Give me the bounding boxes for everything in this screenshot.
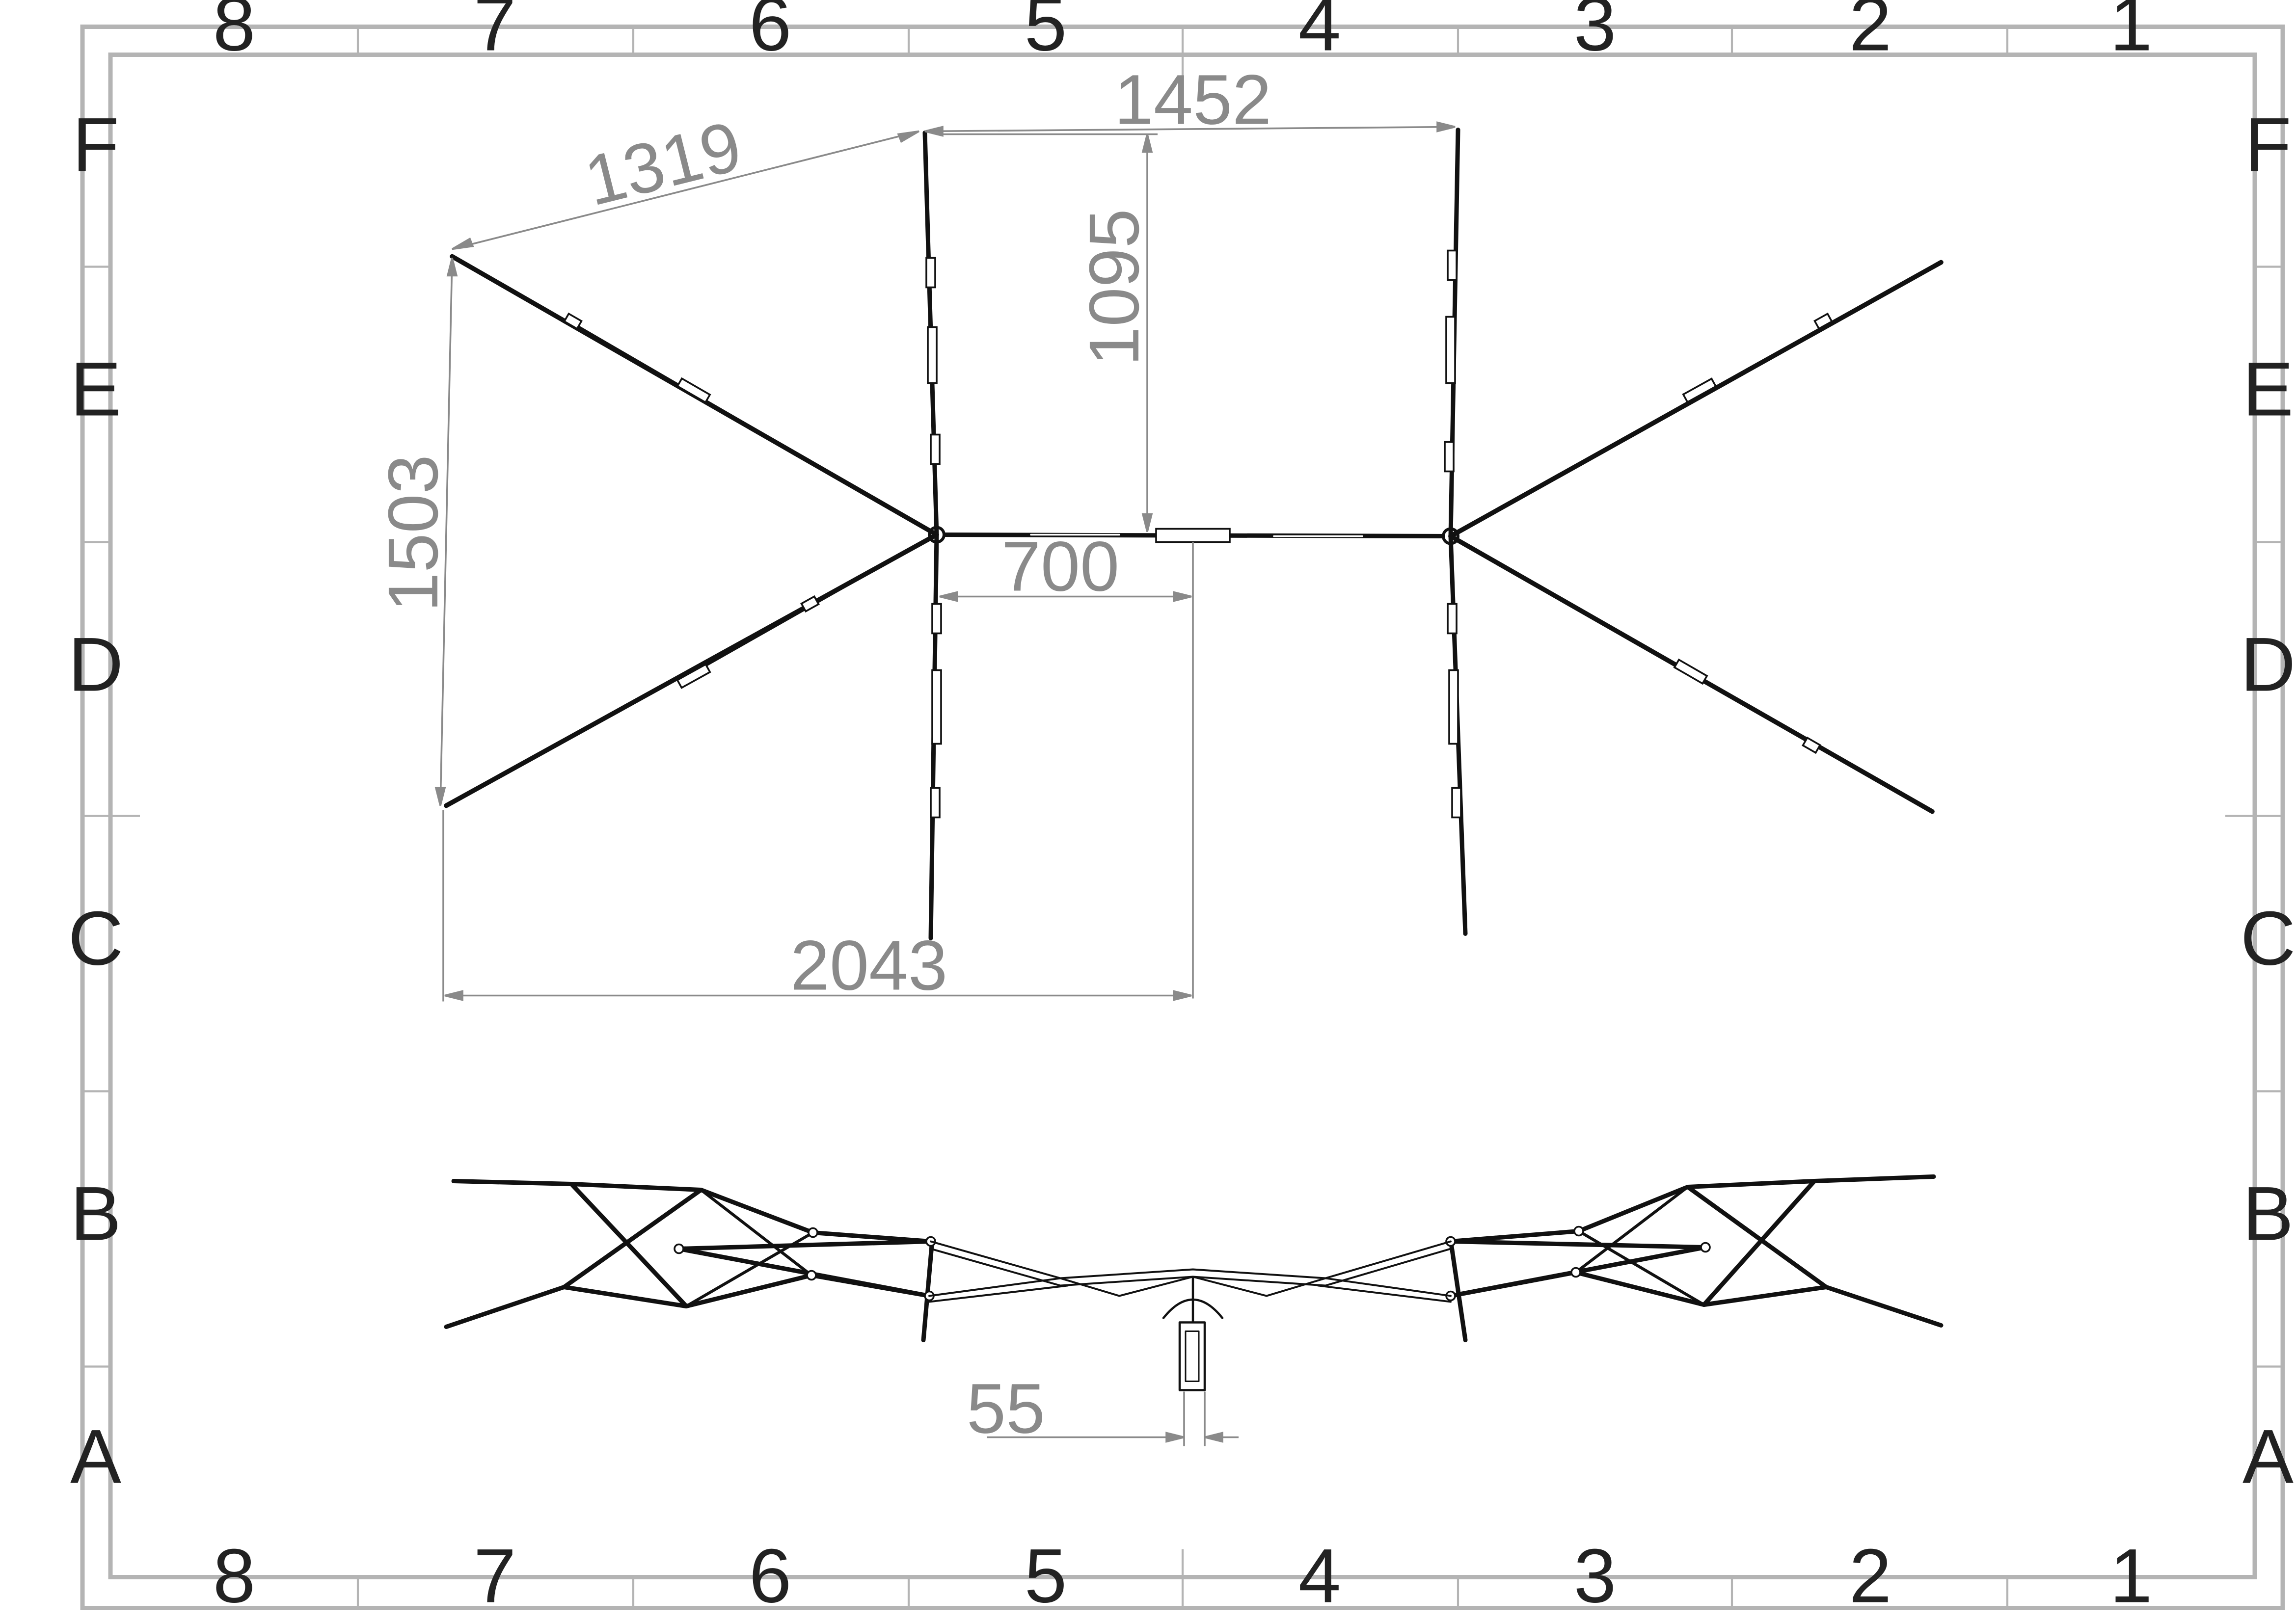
- col-label-bottom-6: 6: [749, 1534, 792, 1619]
- zone-ticks: [82, 27, 2283, 1608]
- left-leg: [921, 1238, 935, 1342]
- col-label-bottom-3: 3: [1574, 1534, 1617, 1619]
- right-leg: [1448, 1238, 1468, 1342]
- dim-1319-label: 1319: [577, 106, 749, 221]
- dimension-labels: 1319 1452 1095 1503 700 2043 55: [374, 60, 1271, 1448]
- dim-2043-label: 2043: [790, 926, 947, 1005]
- col-label-top-7: 7: [474, 0, 516, 67]
- col-label-top-1: 1: [2110, 0, 2153, 67]
- dim-1452-label: 1452: [1114, 60, 1271, 139]
- right-top-chord: [1448, 1174, 1936, 1244]
- row-label-right-c: C: [2241, 896, 2296, 982]
- row-label-left-d: D: [68, 622, 124, 708]
- col-label-top-3: 3: [1574, 0, 1617, 67]
- row-label-left-c: C: [68, 896, 124, 982]
- row-label-right-e: E: [2242, 347, 2294, 432]
- col-label-bottom-1: 1: [2110, 1534, 2153, 1619]
- dim-55-label: 55: [967, 1369, 1045, 1448]
- dim-1503-label: 1503: [374, 454, 453, 612]
- dim-700-label: 700: [1001, 527, 1119, 606]
- dim-1319-line: [452, 130, 919, 250]
- dimension-lines: [434, 121, 1456, 1446]
- dim-1095-label: 1095: [1075, 209, 1154, 366]
- zone-labels: 8 7 6 5 4 3 2 1 8 7 6 5 4 3 2 1 F E D C …: [68, 0, 2296, 1619]
- col-label-bottom-4: 4: [1298, 1534, 1341, 1619]
- col-label-bottom-7: 7: [474, 1534, 516, 1619]
- central-truss: [928, 1240, 1452, 1303]
- row-label-left-b: B: [70, 1171, 121, 1257]
- dim-1452-line: [924, 126, 1456, 133]
- row-label-left-a: A: [70, 1414, 121, 1500]
- row-label-right-a: A: [2242, 1414, 2294, 1500]
- col-label-top-2: 2: [1849, 0, 1892, 67]
- col-label-top-4: 4: [1298, 0, 1341, 67]
- col-label-top-5: 5: [1025, 0, 1067, 67]
- row-label-right-b: B: [2242, 1171, 2294, 1257]
- row-label-left-e: E: [70, 347, 121, 432]
- dim-1503-line: [439, 258, 453, 806]
- col-label-bottom-8: 8: [213, 1534, 256, 1619]
- row-label-left-f: F: [72, 103, 119, 188]
- row-label-right-d: D: [2241, 622, 2296, 708]
- col-label-bottom-5: 5: [1025, 1534, 1067, 1619]
- beam-coupler: [1155, 528, 1231, 543]
- top-view: [444, 127, 1944, 940]
- left-top-chord: [451, 1179, 933, 1244]
- col-label-bottom-2: 2: [1849, 1534, 1892, 1619]
- row-label-right-f: F: [2244, 103, 2291, 188]
- col-label-top-6: 6: [749, 0, 792, 67]
- col-label-top-8: 8: [213, 0, 256, 67]
- front-view: [444, 1174, 1944, 1391]
